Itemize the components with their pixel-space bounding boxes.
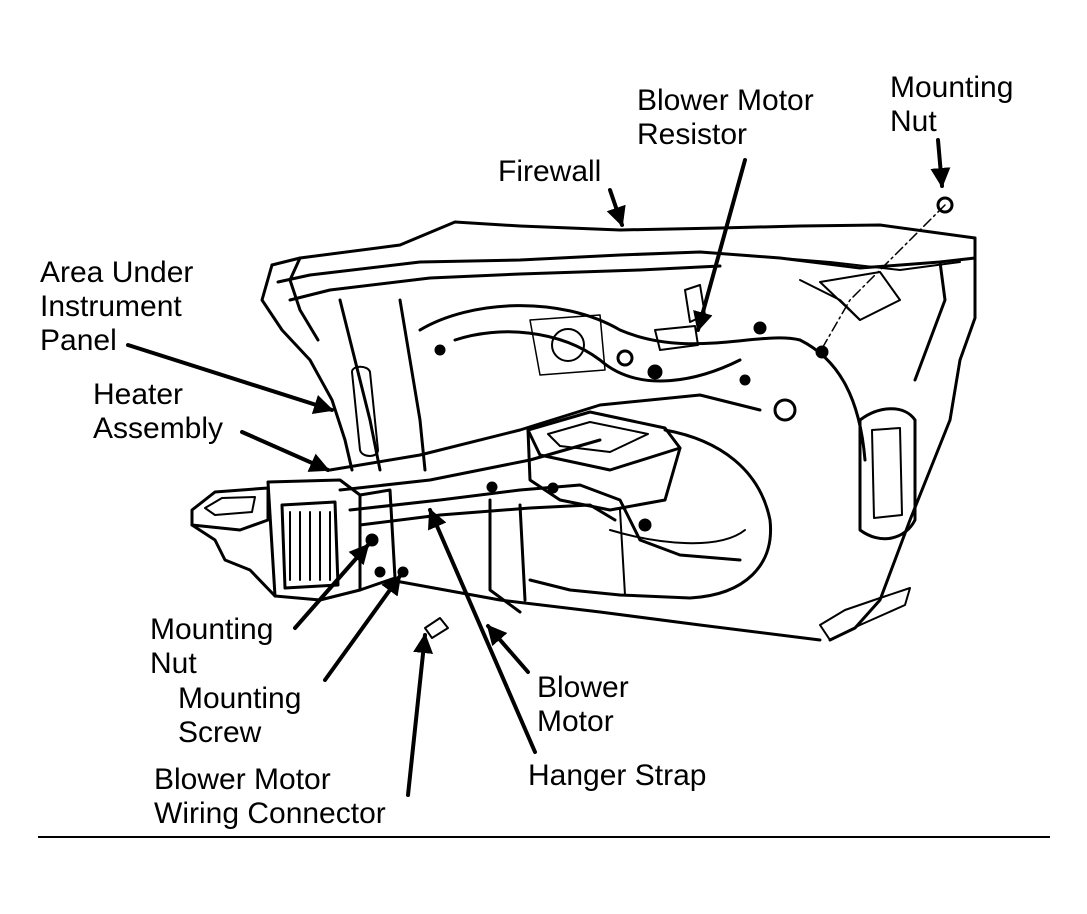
label-line: Area Under [40,256,194,289]
bottom-rule [38,836,1050,838]
firewall-panel [260,196,977,642]
heater-assembly [328,393,762,562]
label-line: Assembly [93,412,224,445]
arrow-blower-motor-resistor [693,158,747,332]
label-heater-assembly: Heater Assembly [93,378,223,446]
label-line: Hanger Strap [528,759,707,792]
label-line: Blower [537,671,629,704]
blower-housing [488,410,773,614]
label-area-under-instrument-panel: Area Under Instrument Panel [40,256,193,358]
arrow-mounting-screw [323,574,402,682]
arrow-area-under-instrument-panel [126,343,334,415]
arrow-mounting-nut-bottom [293,543,370,630]
label-line: Mounting [890,71,1014,104]
label-line: Blower Motor [637,84,814,117]
heater-core-box [190,478,449,639]
label-blower-motor-resistor: Blower Motor Resistor [637,84,814,152]
label-mounting-screw: Mounting Screw [178,682,301,750]
label-line: Instrument [40,290,182,323]
arrow-blower-motor-wiring-connector [406,633,434,797]
arrow-heater-assembly [240,430,330,472]
label-line: Resistor [637,118,748,151]
label-line: Blower Motor [154,763,331,796]
arrow-blower-motor [486,624,530,674]
arrow-mounting-nut-top [930,138,951,188]
label-line: Screw [178,716,262,749]
label-mounting-nut-bottom: Mounting Nut [150,613,273,681]
label-line: Mounting [178,682,302,715]
arrow-hanger-strap [427,508,537,754]
label-line: Nut [150,647,197,680]
label-hanger-strap: Hanger Strap [528,759,706,793]
label-line: Wiring Connector [154,797,386,830]
label-firewall: Firewall [498,155,601,189]
label-line: Nut [890,105,937,138]
label-mounting-nut-top: Mounting Nut [890,71,1013,139]
label-blower-motor-wiring-connector: Blower Motor Wiring Connector [154,763,386,831]
label-line: Firewall [498,155,602,188]
label-blower-motor: Blower Motor [537,671,629,739]
leader-arrows [126,138,951,797]
label-line: Motor [537,705,614,738]
label-line: Heater [93,378,184,411]
arrow-firewall [606,188,626,227]
label-line: Mounting [150,613,274,646]
label-line: Panel [40,324,117,357]
